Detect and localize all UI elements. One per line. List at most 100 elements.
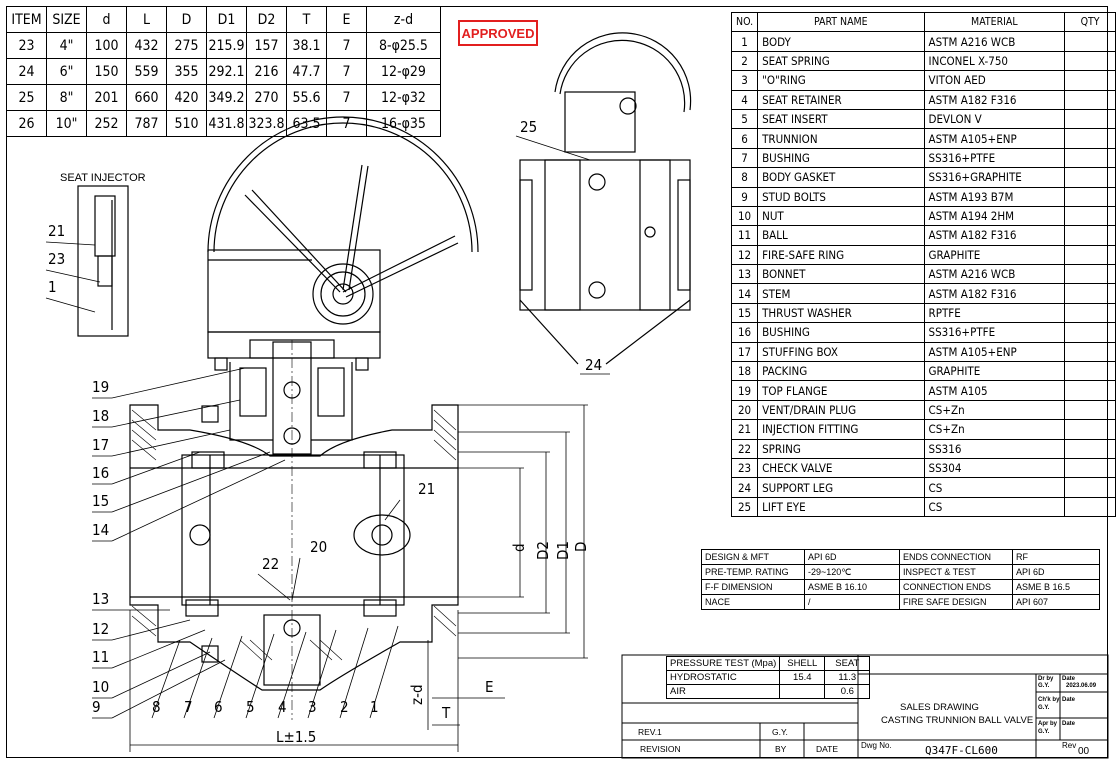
dimension-header-cell: D bbox=[166, 6, 207, 33]
dimension-cell: 270 bbox=[246, 84, 287, 111]
design-cell: API 607 bbox=[1012, 594, 1100, 610]
part-cell: 18 bbox=[730, 361, 759, 382]
title-line1: SALES DRAWING bbox=[900, 702, 979, 713]
leader-line bbox=[291, 557, 301, 601]
injector-detail bbox=[77, 185, 129, 337]
leader-line bbox=[245, 633, 275, 719]
leader-line bbox=[277, 631, 307, 719]
part-cell: SEAT RETAINER bbox=[757, 89, 925, 110]
part-cell: BUSHING bbox=[757, 147, 925, 169]
part-cell: VENT/DRAIN PLUG bbox=[757, 399, 925, 421]
callout-18: 18 bbox=[92, 407, 110, 425]
valve-body bbox=[129, 404, 459, 691]
callout-21: 21 bbox=[418, 480, 436, 498]
parts-header-cell: QTY bbox=[1064, 11, 1116, 33]
callout-7: 7 bbox=[184, 698, 193, 716]
leader-line bbox=[339, 627, 369, 719]
leader-line bbox=[111, 459, 286, 542]
leader-line bbox=[111, 619, 191, 641]
leader-line bbox=[45, 269, 101, 283]
dimension-cell: 275 bbox=[166, 32, 207, 59]
leader-line bbox=[111, 651, 211, 699]
part-cell bbox=[1064, 496, 1116, 518]
rev-by: G.Y. bbox=[772, 727, 788, 737]
dim-D1: D1 bbox=[554, 541, 572, 560]
part-cell: 21 bbox=[730, 419, 759, 440]
callout-2: 2 bbox=[340, 698, 349, 716]
dimension-cell: 47.7 bbox=[286, 58, 327, 85]
callout-3: 3 bbox=[308, 698, 317, 716]
callout-13: 13 bbox=[92, 590, 110, 608]
dimension-header-cell: D2 bbox=[246, 6, 287, 33]
ball bbox=[181, 454, 405, 606]
support-leg bbox=[519, 299, 579, 365]
dim-E: E bbox=[485, 678, 494, 696]
dimension-cell: 10" bbox=[46, 110, 87, 137]
part-cell: 23 bbox=[730, 457, 759, 479]
part-cell: SS316+PTFE bbox=[923, 147, 1066, 169]
part-cell: BODY GASKET bbox=[757, 167, 925, 188]
callout-9: 9 bbox=[92, 698, 101, 716]
ch-by: Ch'k by bbox=[1038, 697, 1060, 703]
apr-by: Apr by bbox=[1038, 721, 1058, 727]
part-cell: SS316+GRAPHITE bbox=[923, 167, 1066, 188]
callout-19: 19 bbox=[92, 378, 110, 396]
dimension-cell: 510 bbox=[166, 110, 207, 137]
part-cell bbox=[1064, 225, 1116, 246]
part-cell: STEM bbox=[757, 283, 925, 304]
handwheel-spoke bbox=[244, 194, 341, 293]
part-cell: ASTM A194 2HM bbox=[923, 205, 1066, 227]
part-cell: CS bbox=[923, 496, 1066, 518]
date-label: DATE bbox=[816, 744, 839, 754]
rev-label: REV.1 bbox=[638, 727, 662, 737]
leader-line bbox=[111, 629, 206, 669]
part-cell bbox=[1064, 147, 1116, 169]
callout-1: 1 bbox=[370, 698, 379, 716]
dimension-cell: 216 bbox=[246, 58, 287, 85]
dim-z-d: z-d bbox=[408, 684, 426, 705]
dim-D: D bbox=[572, 541, 590, 552]
dim-d: d bbox=[510, 543, 528, 552]
leader-line bbox=[515, 135, 591, 161]
design-cell: FIRE SAFE DESIGN bbox=[899, 594, 1013, 610]
leader-line bbox=[111, 659, 226, 719]
dimension-cell: 23 bbox=[6, 32, 47, 59]
callout-6: 6 bbox=[214, 698, 223, 716]
by-label: BY bbox=[775, 744, 787, 754]
part-cell: NUT bbox=[757, 205, 925, 227]
part-cell bbox=[1064, 186, 1116, 207]
part-cell: 12 bbox=[730, 244, 759, 266]
part-cell: 8 bbox=[730, 167, 759, 188]
dimension-cell: 26 bbox=[6, 110, 47, 137]
gearbox bbox=[207, 249, 381, 333]
dimension-cell: 16-φ35 bbox=[366, 110, 441, 137]
part-cell: 24 bbox=[730, 477, 759, 498]
leader-line bbox=[257, 573, 291, 601]
part-cell bbox=[1064, 128, 1116, 149]
part-cell: SS316+PTFE bbox=[923, 322, 1066, 343]
dimension-header-cell: SIZE bbox=[46, 6, 87, 33]
leader-line bbox=[111, 399, 241, 428]
leader-line bbox=[369, 625, 399, 719]
leader-line bbox=[111, 429, 231, 457]
